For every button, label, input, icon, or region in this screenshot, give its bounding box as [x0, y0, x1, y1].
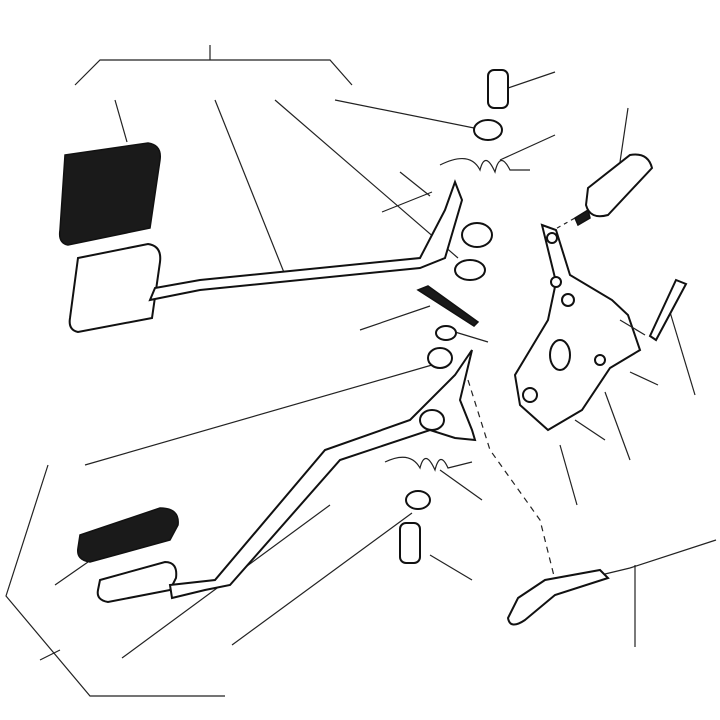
bracket-stud-3 — [574, 419, 606, 441]
pivot-bushing-bottom — [427, 347, 453, 369]
washer-small — [435, 325, 457, 341]
pin-bottom — [399, 522, 421, 564]
leader-pin-bottom — [429, 554, 473, 581]
brake-pedal — [58, 69, 530, 341]
washer-bottom — [405, 490, 431, 510]
cable-dashed-link — [467, 379, 556, 581]
leader-spring-bottom — [439, 469, 483, 501]
leader-washer — [274, 99, 459, 259]
brake-pedal-plate — [68, 242, 162, 334]
leader-brake-arm — [214, 99, 286, 276]
leader-bracket-nut — [604, 391, 631, 461]
leader-clutch-bushing — [84, 364, 433, 466]
leader-bolt-right — [669, 311, 696, 396]
leader-clevis — [399, 171, 431, 197]
leader-lines — [5, 45, 696, 697]
leader-bracket — [559, 444, 578, 506]
clutch-pedal-plate — [96, 560, 178, 604]
clutch-pedal-arm — [168, 349, 477, 600]
master-cylinder — [574, 153, 654, 227]
pivot-bolt — [416, 285, 480, 327]
leader-pin-top — [507, 71, 556, 89]
brake-pedal-arm — [148, 179, 464, 302]
clevis-pin-top — [381, 191, 433, 213]
return-spring-bottom — [384, 456, 473, 472]
leader-washer-bottom — [231, 512, 413, 646]
leader-washer-small — [454, 331, 489, 343]
bracket-stud-1 — [619, 319, 646, 336]
mounting-bracket — [513, 223, 688, 441]
clutch-pedal-pad-rubber — [77, 507, 179, 563]
bracket-stud-2 — [629, 371, 659, 386]
clutch-cable — [506, 539, 717, 626]
return-spring-top — [439, 158, 530, 174]
brake-pedal-pad-rubber — [58, 142, 161, 246]
pin-top — [487, 69, 509, 109]
clutch-pedal — [77, 347, 477, 604]
leader-pivot-bolt — [359, 305, 431, 331]
mounting-bolt-right — [648, 278, 688, 342]
leader-cylinder — [619, 107, 629, 163]
bushing-top — [473, 119, 503, 141]
leader-brake-pad — [114, 99, 128, 143]
pivot-bushing-top — [461, 222, 493, 248]
leader-bracket-top — [74, 45, 353, 86]
leader-spring-top — [499, 134, 556, 161]
leader-bracket-bottom — [5, 464, 225, 697]
washer-top — [454, 259, 486, 281]
bushing-mid — [419, 409, 445, 431]
leader-bushing — [334, 99, 475, 129]
